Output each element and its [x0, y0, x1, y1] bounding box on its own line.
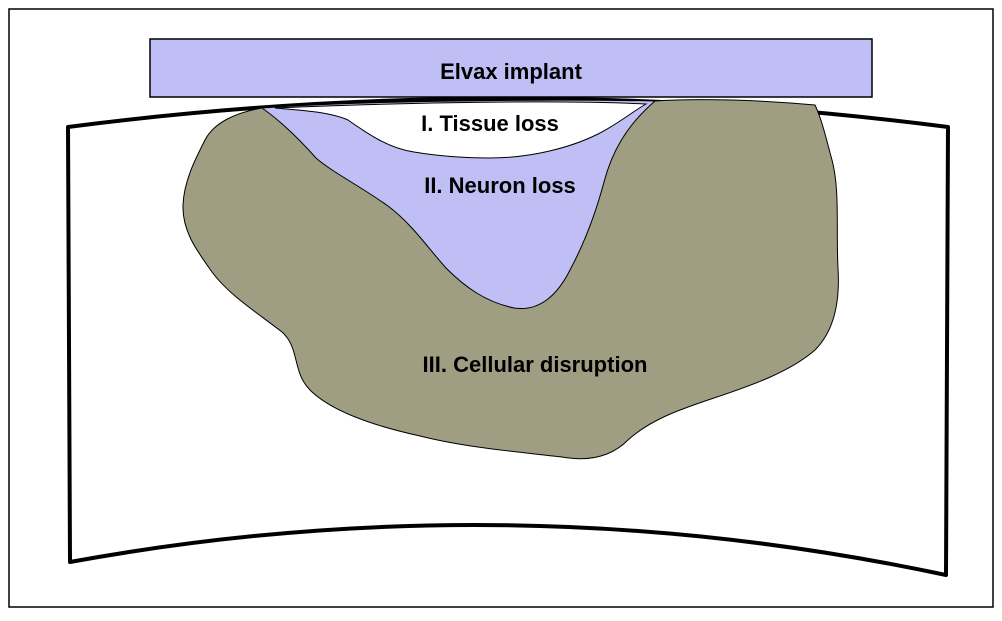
zone-label-tissue-loss: I. Tissue loss: [421, 111, 559, 136]
implant-label: Elvax implant: [440, 59, 583, 84]
zone-label-cellular-disruption: III. Cellular disruption: [423, 352, 648, 377]
zone-label-neuron-loss: II. Neuron loss: [424, 173, 576, 198]
